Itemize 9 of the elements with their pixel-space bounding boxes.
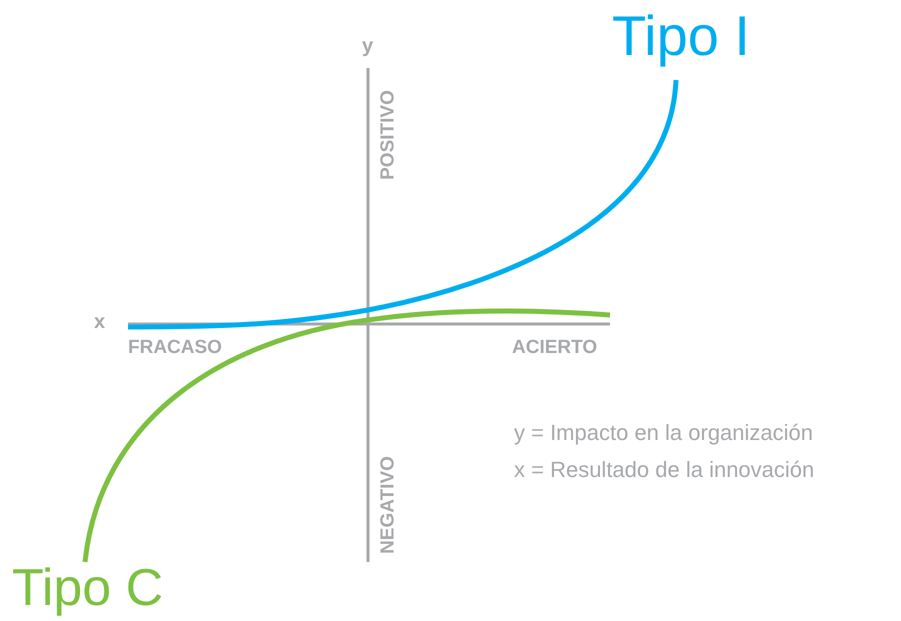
axis-label: NEGATIVO	[378, 456, 398, 554]
axis-label: x	[94, 312, 106, 332]
curve-label: Tipo C	[12, 562, 164, 614]
axis-label: y	[362, 36, 374, 56]
legend-text: y = Impacto en la organización	[514, 422, 814, 444]
axis-label: POSITIVO	[378, 90, 398, 180]
axis-label: FRACASO	[128, 338, 222, 357]
axis-label: ACIERTO	[512, 338, 598, 357]
legend-text: x = Resultado de la innovación	[514, 459, 814, 481]
